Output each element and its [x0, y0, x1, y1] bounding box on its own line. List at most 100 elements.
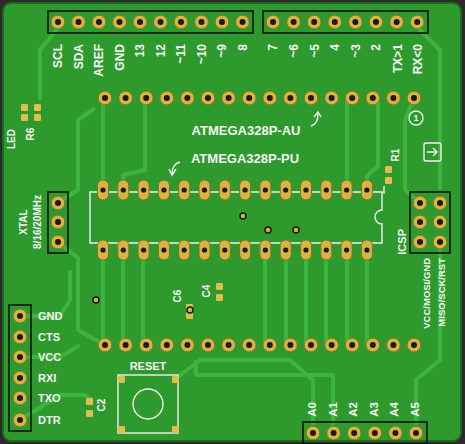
silkscreen-label: TXO	[38, 393, 61, 404]
drill-hole	[117, 19, 123, 25]
drill-hole	[222, 247, 227, 252]
through-hole-pad	[413, 196, 427, 210]
drill-hole	[417, 219, 423, 225]
drill-hole	[413, 430, 419, 436]
smd-pad	[216, 294, 223, 301]
through-hole-pad	[113, 15, 127, 29]
drill-hole	[291, 19, 297, 25]
through-hole-pad	[139, 338, 153, 352]
drill-hole	[55, 19, 61, 25]
drill-hole	[390, 342, 396, 348]
silkscreen-label: 8	[237, 44, 249, 51]
through-hole-pad	[433, 215, 447, 229]
through-hole-pad	[368, 426, 382, 440]
drill-hole	[143, 95, 149, 101]
drill-hole	[96, 19, 102, 25]
dip-pad	[199, 240, 210, 260]
through-hole-pad	[201, 338, 215, 352]
drill-hole	[100, 247, 105, 252]
drill-hole	[55, 239, 61, 245]
through-hole-pad	[92, 15, 106, 29]
silkscreen-label: 2	[370, 44, 382, 51]
drill-hole	[394, 19, 400, 25]
via	[240, 213, 246, 219]
through-hole-pad	[284, 91, 298, 105]
drill-hole	[102, 95, 108, 101]
drill-hole	[417, 239, 423, 245]
through-hole-pad	[345, 338, 359, 352]
dip-pad	[199, 180, 210, 200]
drill-hole	[303, 247, 308, 252]
drill-hole	[331, 430, 337, 436]
header-outline	[48, 11, 253, 33]
dip-pad	[158, 180, 169, 200]
dip-pad	[321, 180, 332, 200]
drill-hole	[263, 247, 268, 252]
silkscreen-label: ATMEGA328P-PU	[191, 152, 299, 165]
drill-hole	[263, 187, 268, 192]
dip-pad	[260, 240, 271, 260]
silkscreen-label: 7	[267, 44, 279, 51]
drill-hole	[143, 342, 149, 348]
drill-hole	[351, 430, 357, 436]
dip-pad	[260, 180, 271, 200]
through-hole-pad	[98, 91, 112, 105]
drill-hole	[344, 187, 349, 192]
through-hole-pad	[284, 338, 298, 352]
drill-hole	[370, 342, 376, 348]
through-hole-pad	[72, 15, 86, 29]
trace	[345, 98, 349, 190]
dip-outline	[90, 192, 382, 243]
xtal-outline	[48, 192, 68, 253]
dip-pad	[240, 180, 251, 200]
through-hole-pad	[349, 15, 363, 29]
silkscreen-label: RX<0	[412, 44, 424, 74]
pin1-marker	[409, 111, 423, 125]
drill-hole	[55, 219, 61, 225]
pads	[13, 15, 447, 440]
silkscreen-label: ~6	[288, 44, 300, 58]
drill-hole	[417, 200, 423, 206]
dip-pad	[219, 180, 230, 200]
trace	[263, 250, 267, 345]
via	[265, 227, 271, 233]
drill-hole	[199, 19, 205, 25]
trace	[365, 250, 369, 345]
icon-box	[424, 143, 441, 161]
silkscreen-label: ~9	[216, 44, 228, 58]
through-hole-pad	[160, 91, 174, 105]
dip-pad	[98, 240, 109, 260]
trace	[324, 250, 328, 345]
trace	[101, 98, 105, 190]
drill-hole	[182, 247, 187, 252]
silkscreen-label: C2	[97, 399, 107, 412]
smd-pad	[86, 410, 93, 417]
through-hole-pad	[390, 15, 404, 29]
serial-header-outline	[9, 305, 31, 431]
drill-hole	[437, 219, 443, 225]
trace	[101, 250, 105, 345]
drill-hole	[205, 95, 211, 101]
drill-hole	[158, 19, 164, 25]
through-hole-pad	[387, 91, 401, 105]
drill-hole	[329, 342, 335, 348]
through-hole-pad	[325, 338, 339, 352]
trace	[367, 98, 378, 190]
dip-pad	[219, 240, 230, 260]
through-hole-pad	[160, 338, 174, 352]
silkscreen-label: 8/16/20MHz	[33, 195, 43, 249]
leader-arrow	[169, 169, 176, 175]
drill-hole	[55, 200, 61, 206]
silkscreen-label: MISO/SCK/RST	[437, 258, 447, 327]
through-hole-pad	[154, 15, 168, 29]
dip-pad	[301, 240, 312, 260]
through-hole-pad	[433, 235, 447, 249]
dip-pad	[138, 240, 149, 260]
icon-arrow	[427, 148, 437, 156]
trace	[121, 250, 125, 345]
via	[93, 297, 99, 303]
drill-hole	[243, 247, 248, 252]
drill-hole	[243, 187, 248, 192]
smd-pad	[21, 104, 28, 111]
dip-pad	[321, 240, 332, 260]
